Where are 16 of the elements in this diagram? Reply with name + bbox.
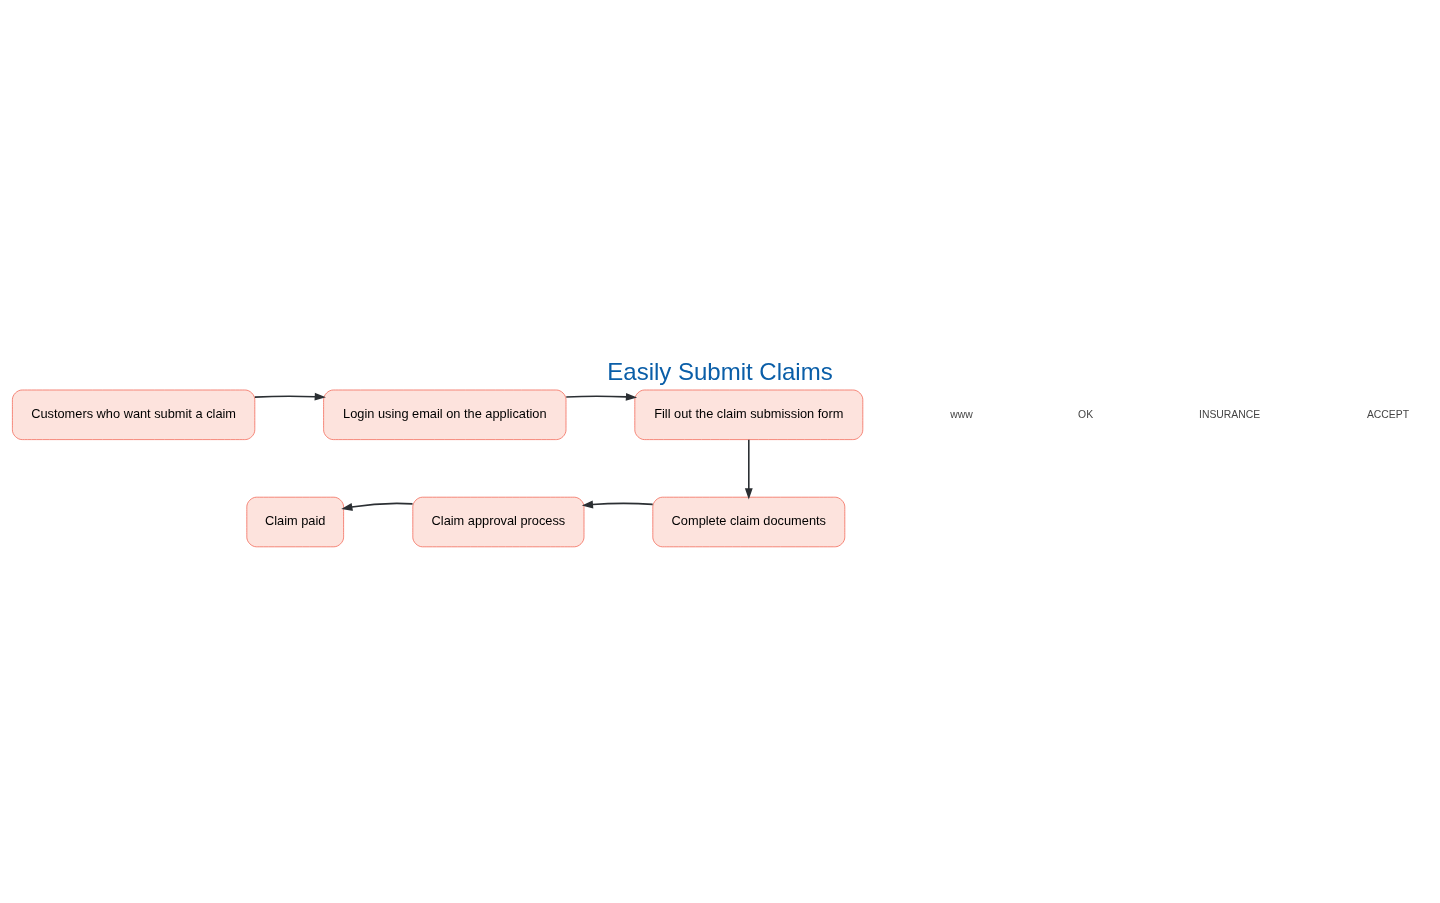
arrow — [254, 392, 326, 401]
node-box: Login using email on the application — [323, 389, 567, 440]
node-box: Claim paid — [246, 496, 344, 547]
arrow — [744, 438, 753, 499]
arrow — [341, 502, 414, 511]
label: INSURANCE — [1199, 408, 1261, 420]
node-box: Fill out the claim submission form — [634, 389, 864, 440]
label: ACCEPT — [1366, 408, 1410, 420]
arrow — [581, 500, 654, 508]
node-box: Complete claim documents — [652, 496, 846, 547]
node-box: Claim approval process — [412, 496, 585, 547]
arrow — [565, 392, 638, 401]
diagram-title: Easily Submit Claims — [607, 357, 833, 385]
label: OK — [1078, 408, 1094, 420]
node-box: Customers who want submit a claim — [12, 389, 256, 440]
label: www — [950, 408, 973, 420]
